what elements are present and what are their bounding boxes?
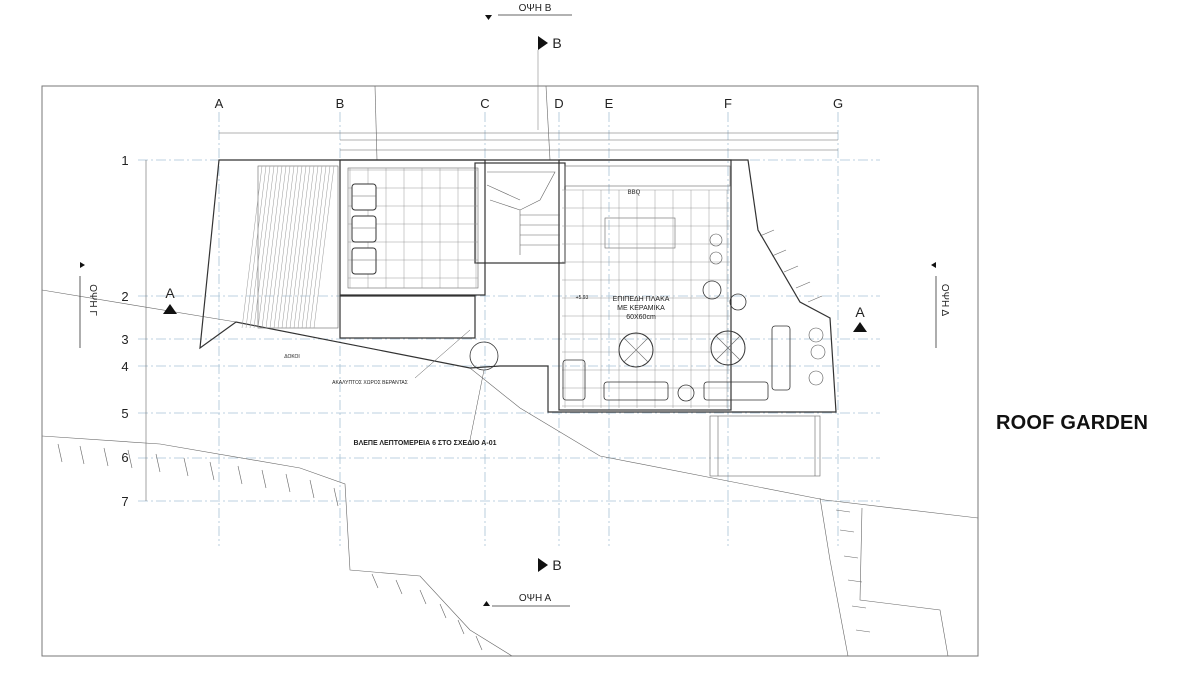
svg-text:ΟΨΗ Δ: ΟΨΗ Δ	[939, 284, 950, 317]
section-marker-b-bottom: B	[538, 557, 562, 573]
grid-lines-horizontal	[138, 159, 880, 502]
sheet-title: ROOF GARDEN	[996, 412, 1149, 434]
unused-area-label: ΑΚΑΛΥΠΤΟΣ ΧΩΡΟΣ ΒΕΡΑΝΤΑΣ	[332, 380, 408, 386]
elevation-marker-right: ΟΨΗ Δ	[931, 262, 950, 348]
plan-annotations: BBQ ΕΠΙΠΕΔΗ ΠΛΑΚΑ ΜΕ ΚΕΡΑΜΙΚΑ 60Χ60cm ΔΟ…	[284, 190, 670, 447]
svg-text:B: B	[552, 35, 561, 51]
grid-row-7: 7	[121, 494, 128, 509]
svg-text:ΟΨΗ Γ: ΟΨΗ Γ	[87, 284, 98, 316]
section-marker-a-right: A	[853, 304, 867, 332]
grid-col-f: F	[724, 96, 732, 111]
grid-row-labels: 1 2 3 4 5 6 7	[121, 153, 128, 509]
terrain-ticks	[57, 229, 871, 651]
section-marker-a-left: A	[163, 285, 177, 314]
grid-row-4: 4	[121, 359, 128, 374]
grid-row-5: 5	[121, 406, 128, 421]
sofas	[562, 325, 791, 401]
beams-label: ΔΟΚΟΙ	[284, 354, 300, 360]
bbq-label: BBQ	[628, 190, 641, 196]
floor-note-line1: ΕΠΙΠΕΔΗ ΠΛΑΚΑ	[613, 296, 670, 303]
planters	[709, 233, 826, 386]
grid-row-6: 6	[121, 450, 128, 465]
grid-col-c: C	[480, 96, 489, 111]
stair-treads	[486, 184, 560, 246]
elevation-marker-left: ΟΨΗ Γ	[79, 262, 98, 348]
grid-col-e: E	[605, 96, 614, 111]
grid-col-b: B	[336, 96, 345, 111]
floor-note-line3: 60Χ60cm	[626, 314, 656, 321]
lounge-chairs	[351, 183, 377, 275]
elevation-marker-top: ΟΨΗ Β	[485, 3, 572, 20]
section-marker-b-top: B	[537, 35, 562, 130]
grid-row-2: 2	[121, 289, 128, 304]
grid-col-a: A	[215, 96, 224, 111]
grid-col-g: G	[833, 96, 843, 111]
grid-column-labels: A B C D E F G	[215, 96, 843, 111]
svg-text:ΟΨΗ Β: ΟΨΗ Β	[519, 3, 552, 14]
dimension-lines	[145, 132, 838, 501]
deck-slats	[241, 165, 335, 329]
floor-note-line2: ΜΕ ΚΕΡΑΜΙΚΑ	[617, 305, 665, 312]
level-marker: +5.93	[576, 295, 589, 301]
grid-row-3: 3	[121, 332, 128, 347]
floor-tiles	[348, 168, 730, 408]
detail-reference-note: ΒΛΕΠΕ ΛΕΠΤΟΜΕΡΕΙΑ 6 ΣΤΟ ΣΧΕΔΙΟ Α-01	[354, 440, 497, 447]
elevation-marker-bottom: ΟΨΗ Α	[483, 593, 570, 607]
svg-text:B: B	[552, 557, 561, 573]
svg-text:A: A	[165, 285, 175, 301]
svg-text:A: A	[855, 304, 865, 320]
grid-row-1: 1	[121, 153, 128, 168]
svg-text:ΟΨΗ Α: ΟΨΗ Α	[519, 593, 552, 604]
grid-lines-vertical	[218, 112, 839, 546]
drawing-frame	[41, 85, 979, 657]
grid-col-d: D	[554, 96, 563, 111]
